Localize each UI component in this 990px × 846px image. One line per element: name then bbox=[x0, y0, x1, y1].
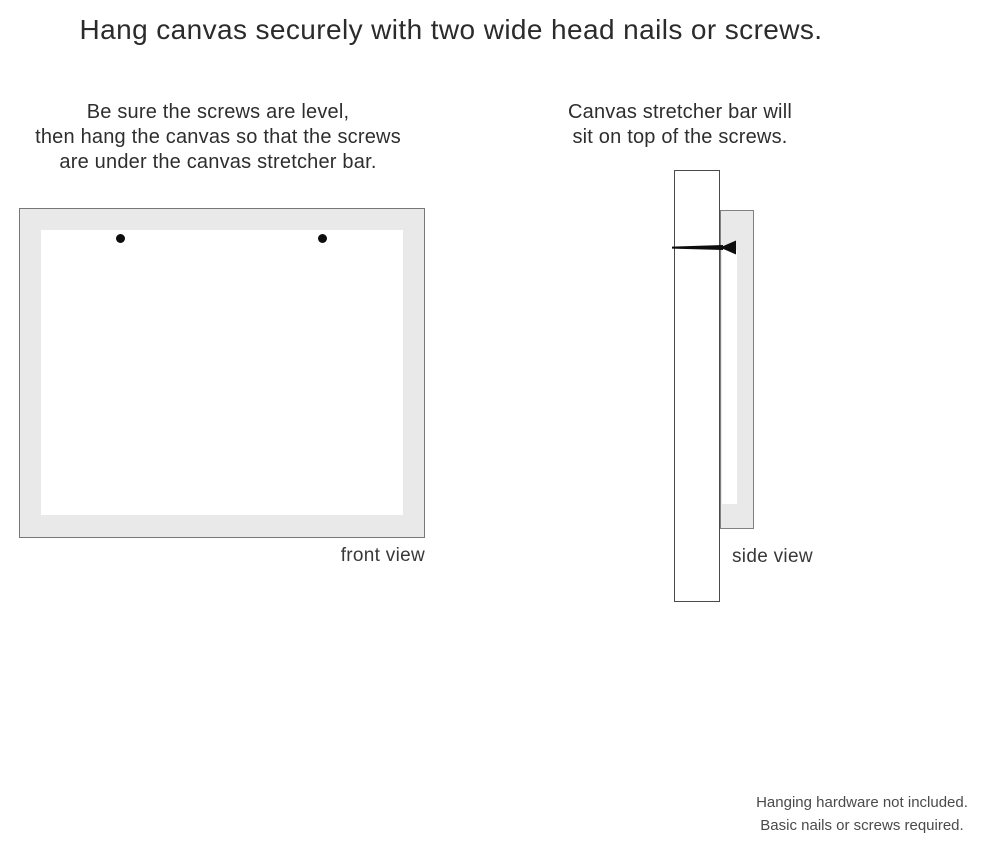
screw-head-icon bbox=[116, 234, 125, 243]
hardware-note: Hanging hardware not included. Basic nai… bbox=[736, 791, 988, 837]
instruction-line: Canvas stretcher bar will bbox=[568, 101, 792, 123]
front-instruction-text: Be sure the screws are level, then hang … bbox=[27, 100, 409, 175]
instruction-line: are under the canvas stretcher bar. bbox=[59, 151, 377, 173]
instruction-line: Be sure the screws are level, bbox=[86, 101, 350, 123]
page-title: Hang canvas securely with two wide head … bbox=[79, 14, 823, 45]
side-view-canvas-inner bbox=[722, 250, 737, 504]
front-view-label: front view bbox=[340, 545, 425, 566]
instruction-line: then hang the canvas so that the screws bbox=[35, 126, 401, 148]
side-view-label: side view bbox=[732, 546, 813, 567]
hardware-note-line: Basic nails or screws required. bbox=[760, 817, 964, 834]
instruction-line: sit on top of the screws. bbox=[572, 126, 788, 148]
nail-icon bbox=[672, 240, 736, 255]
side-instruction-text: Canvas stretcher bar will sit on top of … bbox=[540, 100, 820, 150]
screw-head-icon bbox=[318, 234, 327, 243]
front-view-canvas-inner bbox=[41, 230, 403, 515]
front-view-canvas-frame bbox=[19, 208, 425, 538]
side-view-wall-bar bbox=[674, 170, 720, 602]
hardware-note-line: Hanging hardware not included. bbox=[756, 794, 968, 811]
side-view-canvas-edge bbox=[720, 210, 754, 529]
